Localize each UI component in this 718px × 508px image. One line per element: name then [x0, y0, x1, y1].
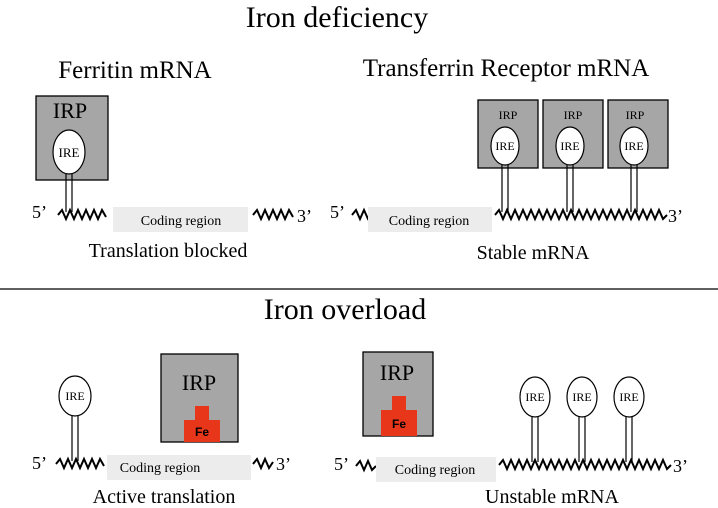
ire-loop: [52, 129, 86, 175]
coding-region-label: Coding region: [141, 214, 222, 229]
coding-region-label: Coding region: [395, 463, 476, 478]
panel-transferrin-deficiency: 5’ Coding region 3’ IRP IRE IRP IRE IRP …: [330, 99, 683, 264]
label-transferrin-receptor-mrna: Transferrin Receptor mRNA: [363, 55, 650, 82]
caption-active-translation: Active translation: [93, 486, 236, 508]
coding-region-box: [368, 207, 492, 232]
three-prime-end: 3’: [297, 206, 312, 226]
fe-block: [184, 420, 220, 442]
caption-translation-blocked: Translation blocked: [89, 240, 248, 262]
irp-fe-complex: IRP Fe: [160, 353, 239, 443]
mrna-strand-3prime: [498, 457, 672, 472]
ire-label: IRE: [495, 139, 514, 153]
irp-label: IRP: [499, 108, 518, 122]
ire-label: IRE: [525, 390, 544, 404]
irp-label: IRP: [564, 108, 583, 122]
five-prime-end: 5’: [32, 202, 47, 222]
ire-loop: [619, 126, 649, 166]
fe-block-top: [195, 406, 209, 422]
ire-label: IRE: [59, 145, 80, 160]
ire-stem-loop: IRE: [613, 376, 645, 462]
panel-transferrin-overload: IRP Fe 5’ Coding region 3’ IRE IRE IRE: [334, 351, 688, 508]
coding-region-box: [107, 455, 251, 480]
mrna-strand-5prime: [55, 456, 105, 471]
ire-label: IRE: [619, 390, 638, 404]
panel-ferritin-deficiency: IRP IRE Coding region 5’ 3’ Translation …: [32, 95, 312, 262]
irp-ire-complex: IRP IRE: [607, 99, 669, 212]
five-prime-end: 5’: [330, 202, 345, 222]
ire-label: IRE: [560, 139, 579, 153]
irp-label: IRP: [380, 360, 414, 385]
five-prime-end: 5’: [32, 453, 47, 473]
ire-loop: [555, 126, 585, 166]
irp-fe-complex: IRP Fe: [362, 351, 434, 437]
mrna-strand-5prime: [57, 207, 107, 222]
irp-ire-complex: IRP IRE: [477, 99, 539, 212]
ire-loop: [490, 126, 520, 166]
fe-block: [381, 410, 417, 436]
three-prime-end: 3’: [668, 206, 683, 226]
mrna-strand-3prime: [252, 207, 294, 222]
caption-stable-mrna: Stable mRNA: [477, 242, 590, 264]
irp-label: IRP: [53, 98, 87, 123]
coding-region-label: Coding region: [120, 461, 201, 476]
ire-loop: [519, 376, 551, 418]
coding-region-label: Coding region: [389, 214, 470, 229]
ire-loop: [58, 375, 92, 417]
three-prime-end: 3’: [673, 456, 688, 476]
ire-stem-loop: IRE: [566, 376, 598, 462]
irp-ire-complex: IRP IRE: [542, 99, 604, 212]
mrna-strand-5prime: [355, 458, 377, 473]
title-iron-deficiency: Iron deficiency: [246, 1, 428, 34]
label-ferritin-mrna: Ferritin mRNA: [58, 57, 211, 84]
ire-loop: [613, 376, 645, 418]
fe-label: Fe: [195, 425, 209, 439]
title-iron-overload: Iron overload: [264, 293, 426, 326]
caption-unstable-mrna: Unstable mRNA: [485, 486, 619, 508]
ire-stem-loop: IRE: [519, 376, 551, 462]
irp-label: IRP: [626, 108, 645, 122]
ire-label: IRE: [624, 139, 643, 153]
three-prime-end: 3’: [276, 454, 291, 474]
irp-label: IRP: [182, 370, 216, 395]
five-prime-end: 5’: [334, 454, 349, 474]
fe-block-top: [392, 396, 406, 412]
ire-loop: [566, 376, 598, 418]
ire-label: IRE: [65, 389, 84, 403]
ire-label: IRE: [572, 390, 591, 404]
mrna-strand-3prime: [252, 456, 274, 471]
fe-label: Fe: [392, 417, 406, 431]
coding-region-box: [376, 457, 496, 482]
mrna-strand-3prime: [494, 207, 668, 222]
panel-ferritin-overload: IRE 5’ Coding region 3’ IRP Fe Active tr…: [32, 353, 291, 508]
coding-region-box: [113, 207, 248, 232]
